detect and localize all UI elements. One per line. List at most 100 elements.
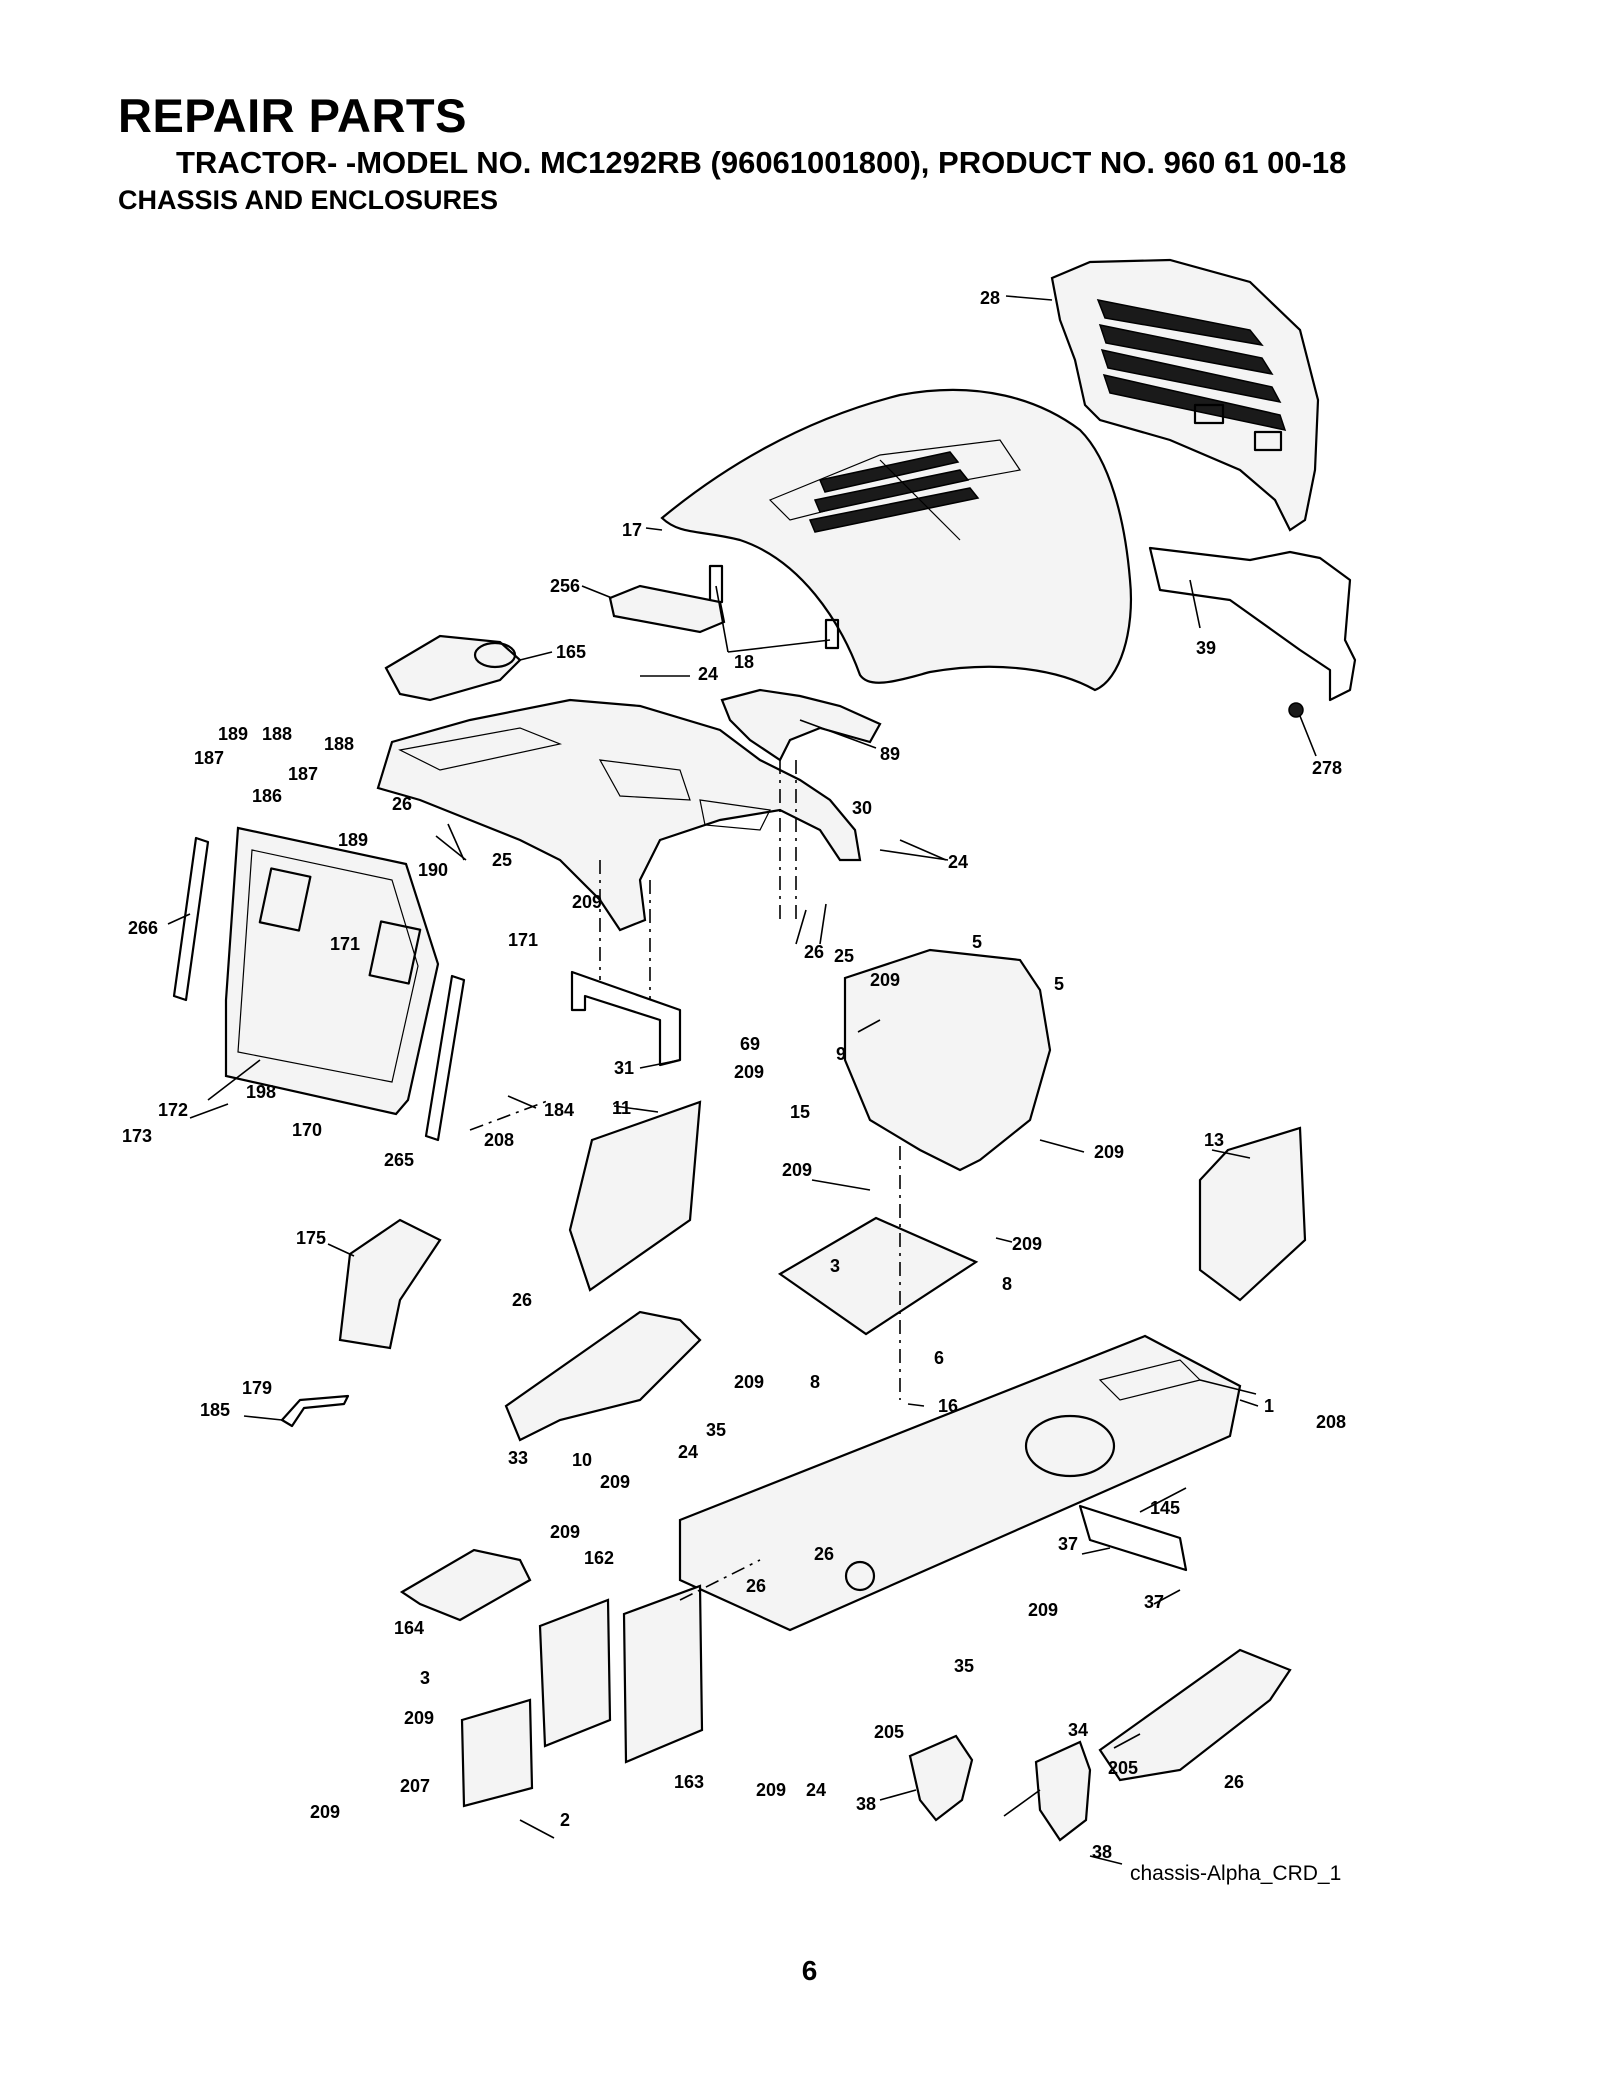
- part-145: [1078, 1504, 1188, 1572]
- callout-209a: 209: [572, 892, 602, 912]
- callout-209h: 209: [600, 1472, 630, 1492]
- callout-18: 18: [734, 652, 754, 672]
- callout-26a: 26: [392, 794, 412, 814]
- callout-190: 190: [418, 860, 448, 880]
- part-170-panel: [224, 826, 440, 1116]
- callout-188a: 188: [262, 724, 292, 744]
- callout-26e: 26: [746, 1576, 766, 1596]
- callout-3b: 3: [420, 1668, 430, 1688]
- callout-9: 9: [836, 1044, 846, 1064]
- callout-28: 28: [980, 288, 1000, 308]
- callout-26c: 26: [512, 1290, 532, 1310]
- callout-labels: 28 17 256 18 165 24 89 39 278 30 24 189 …: [122, 288, 1346, 1862]
- callout-205b: 205: [1108, 1758, 1138, 1778]
- callout-189a: 189: [218, 724, 248, 744]
- callout-208b: 208: [1316, 1412, 1346, 1432]
- callout-205a: 205: [874, 1722, 904, 1742]
- part-266: [172, 836, 210, 1002]
- callout-145: 145: [1150, 1498, 1180, 1518]
- page-title: REPAIR PARTS: [118, 89, 467, 142]
- callout-25b: 25: [834, 946, 854, 966]
- callout-209m: 209: [756, 1780, 786, 1800]
- callout-38a: 38: [856, 1794, 876, 1814]
- callout-172: 172: [158, 1100, 188, 1120]
- callout-209b: 209: [870, 970, 900, 990]
- callout-35a: 35: [706, 1420, 726, 1440]
- callout-164: 164: [394, 1618, 424, 1638]
- part-179: [280, 1394, 350, 1428]
- callout-34: 34: [1068, 1720, 1088, 1740]
- callout-179: 179: [242, 1378, 272, 1398]
- assembly-lines: [469, 760, 901, 1601]
- callout-1: 1: [1264, 1396, 1274, 1416]
- callout-11: 11: [612, 1098, 631, 1118]
- callout-207: 207: [400, 1776, 430, 1796]
- part-2: [460, 1698, 534, 1808]
- callout-209e: 209: [782, 1160, 812, 1180]
- section-heading: CHASSIS AND ENCLOSURES: [118, 185, 499, 215]
- callout-5a: 5: [972, 932, 982, 952]
- callout-187a: 187: [194, 748, 224, 768]
- part-163: [622, 1584, 704, 1764]
- callout-8b: 8: [810, 1372, 820, 1392]
- part-9: [843, 948, 1052, 1172]
- part-6: [777, 1216, 979, 1336]
- callout-30: 30: [852, 798, 872, 818]
- callout-198: 198: [246, 1082, 276, 1102]
- callout-256: 256: [550, 576, 580, 596]
- part-38b: [1034, 1740, 1092, 1842]
- callout-37b: 37: [1144, 1592, 1164, 1612]
- diagram-reference: chassis-Alpha_CRD_1: [1130, 1862, 1341, 1885]
- callout-163: 163: [674, 1772, 704, 1792]
- callout-3a: 3: [830, 1256, 840, 1276]
- part-11: [568, 1100, 702, 1292]
- callout-37a: 37: [1058, 1534, 1078, 1554]
- callout-186: 186: [252, 786, 282, 806]
- callout-209d: 209: [1094, 1142, 1124, 1162]
- callout-173: 173: [122, 1126, 152, 1146]
- callout-33: 33: [508, 1448, 528, 1468]
- part-175: [338, 1218, 442, 1350]
- callout-25a: 25: [492, 850, 512, 870]
- callout-24a: 24: [698, 664, 718, 684]
- callout-265: 265: [384, 1150, 414, 1170]
- callout-6: 6: [934, 1348, 944, 1368]
- callout-209c: 209: [734, 1062, 764, 1082]
- part-dash: [376, 698, 862, 932]
- callout-10: 10: [572, 1450, 592, 1470]
- part-hood: [660, 388, 1132, 692]
- callout-2: 2: [560, 1810, 570, 1830]
- part-33: [504, 1310, 702, 1442]
- callout-5b: 5: [1054, 974, 1064, 994]
- callout-209l: 209: [310, 1802, 340, 1822]
- callout-185: 185: [200, 1400, 230, 1420]
- callout-175: 175: [296, 1228, 326, 1248]
- callout-89: 89: [880, 744, 900, 764]
- callout-278: 278: [1312, 758, 1342, 778]
- callout-8a: 8: [1002, 1274, 1012, 1294]
- callout-17: 17: [622, 520, 642, 540]
- callout-209f: 209: [1012, 1234, 1042, 1254]
- callout-209j: 209: [1028, 1600, 1058, 1620]
- callout-189b: 189: [338, 830, 368, 850]
- callout-187b: 187: [288, 764, 318, 784]
- part-278: [1288, 702, 1304, 718]
- part-13: [1198, 1126, 1307, 1302]
- callout-184: 184: [544, 1100, 574, 1120]
- part-38a: [908, 1734, 974, 1822]
- callout-38b: 38: [1092, 1842, 1112, 1862]
- callout-69: 69: [740, 1034, 760, 1054]
- callout-170: 170: [292, 1120, 322, 1140]
- callout-24d: 24: [806, 1780, 826, 1800]
- callout-171a: 171: [508, 930, 538, 950]
- callout-24c: 24: [678, 1442, 698, 1462]
- callout-31: 31: [614, 1058, 634, 1078]
- part-34: [1098, 1648, 1292, 1782]
- callout-208a: 208: [484, 1130, 514, 1150]
- part-165: [384, 634, 522, 702]
- callout-209i: 209: [550, 1522, 580, 1542]
- leader-lines: [167, 295, 1317, 1865]
- part-39: [1148, 546, 1357, 702]
- callout-24b: 24: [948, 852, 968, 872]
